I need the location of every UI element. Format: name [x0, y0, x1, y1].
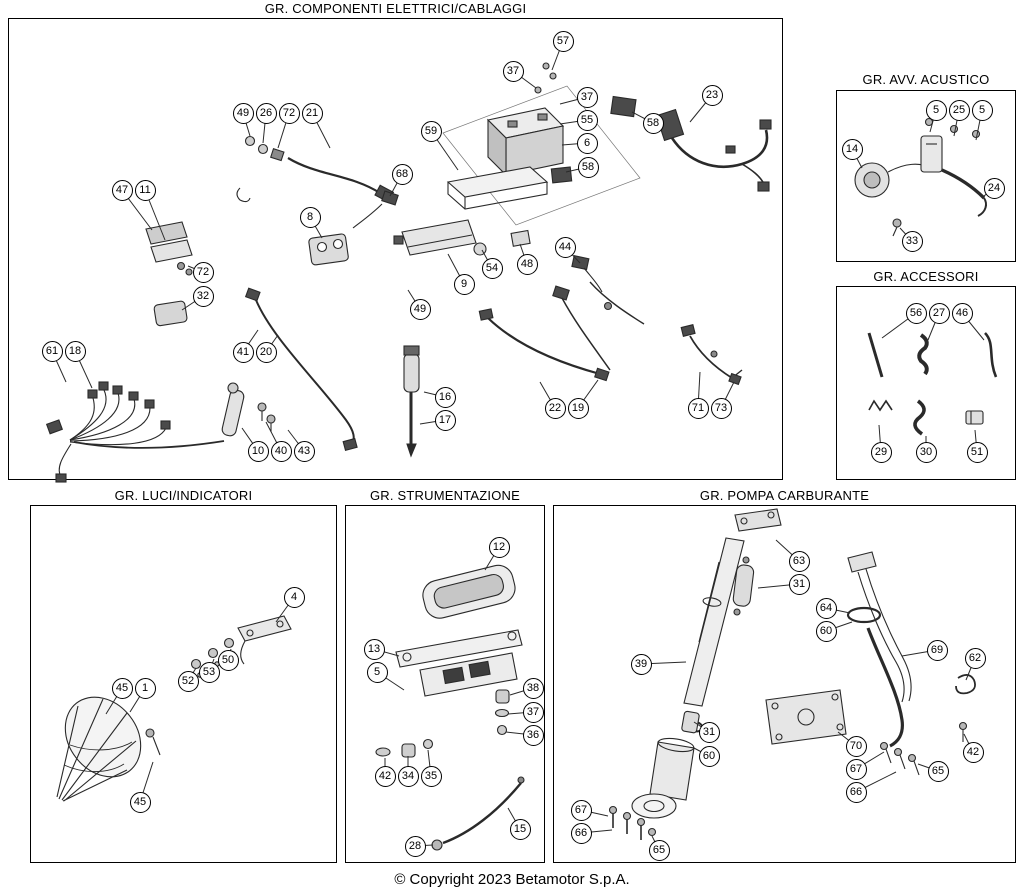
- callout-5: 5: [971, 99, 993, 121]
- section-title-accessori: GR. ACCESSORI: [873, 269, 979, 284]
- section-box-pompa-carburante: [553, 505, 1016, 863]
- callout-42: 42: [374, 765, 396, 787]
- callout-43: 43: [293, 440, 315, 462]
- callout-37: 37: [576, 86, 598, 108]
- callout-10: 10: [247, 440, 269, 462]
- copyright-text: © Copyright 2023 Betamotor S.p.A.: [394, 871, 630, 888]
- callout-5: 5: [925, 99, 947, 121]
- callout-70: 70: [845, 735, 867, 757]
- callout-20: 20: [255, 341, 277, 363]
- callout-13: 13: [363, 638, 385, 660]
- callout-35: 35: [420, 765, 442, 787]
- callout-66: 66: [570, 822, 592, 844]
- callout-47: 47: [111, 179, 133, 201]
- section-box-luci-indicatori: [30, 505, 337, 863]
- callout-56: 56: [905, 302, 927, 324]
- callout-68: 68: [391, 163, 413, 185]
- callout-32: 32: [192, 285, 214, 307]
- callout-5: 5: [366, 661, 388, 683]
- callout-11: 11: [134, 179, 156, 201]
- callout-64: 64: [815, 597, 837, 619]
- callout-21: 21: [301, 102, 323, 124]
- callout-18: 18: [64, 340, 86, 362]
- callout-37: 37: [502, 60, 524, 82]
- callout-65: 65: [648, 839, 670, 861]
- callout-66: 66: [845, 781, 867, 803]
- callout-55: 55: [576, 109, 598, 131]
- callout-16: 16: [434, 386, 456, 408]
- callout-30: 30: [915, 441, 937, 463]
- callout-31: 31: [698, 721, 720, 743]
- callout-26: 26: [255, 102, 277, 124]
- callout-50: 50: [217, 649, 239, 671]
- callout-65: 65: [927, 760, 949, 782]
- callout-57: 57: [552, 30, 574, 52]
- callout-53: 53: [198, 661, 220, 683]
- callout-15: 15: [509, 818, 531, 840]
- callout-4: 4: [283, 586, 305, 608]
- section-title-luci-indicatori: GR. LUCI/INDICATORI: [114, 488, 253, 503]
- section-title-strumentazione: GR. STRUMENTAZIONE: [370, 488, 520, 503]
- callout-49: 49: [409, 298, 431, 320]
- callout-60: 60: [815, 620, 837, 642]
- callout-34: 34: [397, 765, 419, 787]
- callout-72: 72: [192, 261, 214, 283]
- callout-36: 36: [522, 724, 544, 746]
- callout-1: 1: [134, 677, 156, 699]
- callout-37: 37: [522, 701, 544, 723]
- callout-28: 28: [404, 835, 426, 857]
- callout-58: 58: [642, 112, 664, 134]
- callout-62: 62: [964, 647, 986, 669]
- callout-31: 31: [788, 573, 810, 595]
- callout-67: 67: [570, 799, 592, 821]
- callout-33: 33: [901, 230, 923, 252]
- callout-45: 45: [129, 791, 151, 813]
- callout-19: 19: [567, 397, 589, 419]
- section-box-componenti-elettrici: [8, 18, 783, 480]
- callout-40: 40: [270, 440, 292, 462]
- callout-9: 9: [453, 273, 475, 295]
- callout-61: 61: [41, 340, 63, 362]
- section-box-strumentazione: [345, 505, 545, 863]
- callout-14: 14: [841, 138, 863, 160]
- callout-23: 23: [701, 84, 723, 106]
- callout-25: 25: [948, 99, 970, 121]
- callout-54: 54: [481, 257, 503, 279]
- callout-45: 45: [111, 677, 133, 699]
- callout-71: 71: [687, 397, 709, 419]
- callout-69: 69: [926, 639, 948, 661]
- section-box-avv-acustico: [836, 90, 1016, 262]
- callout-58: 58: [577, 156, 599, 178]
- callout-44: 44: [554, 236, 576, 258]
- callout-41: 41: [232, 341, 254, 363]
- callout-72: 72: [278, 102, 300, 124]
- section-title-avv-acustico: GR. AVV. ACUSTICO: [862, 72, 990, 87]
- section-title-pompa-carburante: GR. POMPA CARBURANTE: [699, 488, 870, 503]
- callout-60: 60: [698, 745, 720, 767]
- callout-12: 12: [488, 536, 510, 558]
- callout-59: 59: [420, 120, 442, 142]
- callout-39: 39: [630, 653, 652, 675]
- callout-42: 42: [962, 741, 984, 763]
- callout-27: 27: [928, 302, 950, 324]
- callout-22: 22: [544, 397, 566, 419]
- callout-24: 24: [983, 177, 1005, 199]
- section-title-componenti-elettrici: GR. COMPONENTI ELETTRICI/CABLAGGI: [264, 1, 527, 16]
- callout-63: 63: [788, 550, 810, 572]
- callout-51: 51: [966, 441, 988, 463]
- section-box-accessori: [836, 286, 1016, 480]
- callout-17: 17: [434, 409, 456, 431]
- callout-8: 8: [299, 206, 321, 228]
- callout-6: 6: [576, 132, 598, 154]
- callout-38: 38: [522, 677, 544, 699]
- callout-49: 49: [232, 102, 254, 124]
- callout-29: 29: [870, 441, 892, 463]
- callout-73: 73: [710, 397, 732, 419]
- callout-52: 52: [177, 670, 199, 692]
- callout-48: 48: [516, 253, 538, 275]
- callout-67: 67: [845, 758, 867, 780]
- callout-46: 46: [951, 302, 973, 324]
